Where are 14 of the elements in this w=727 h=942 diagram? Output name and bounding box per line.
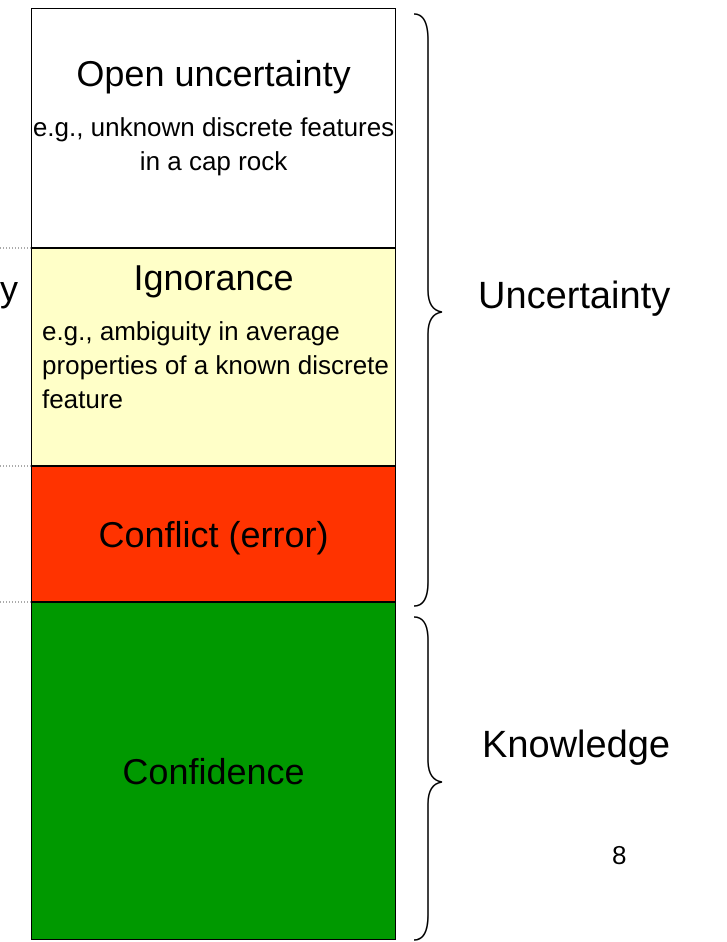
band-title: Ignorance (133, 256, 294, 300)
band-title: Confidence (122, 750, 305, 794)
band-title: Open uncertainty (76, 52, 351, 96)
side-label: Uncertainty (478, 274, 670, 319)
ignorance-band (31, 248, 396, 466)
conflict-band (31, 466, 396, 602)
example-text: e.g., unknown discrete features in a cap rock (32, 111, 395, 178)
confidence-band (31, 602, 396, 940)
band-title: Conflict (error) (98, 512, 329, 556)
open-uncertainty-band (31, 8, 396, 248)
side-label: 8 (612, 839, 626, 872)
example-text: e.g., ambiguity in average properties of a known discrete feature (41, 315, 390, 416)
side-label: Knowledge (482, 723, 670, 768)
side-label: y (0, 267, 18, 311)
